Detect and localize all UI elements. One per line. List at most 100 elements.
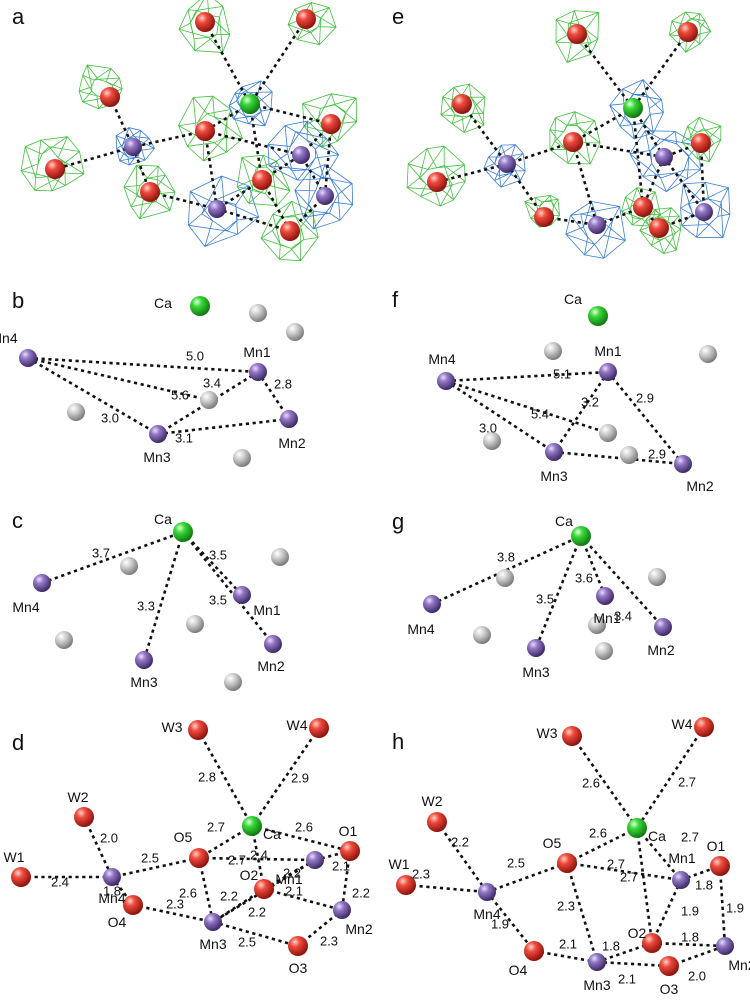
distance-label: 2.2: [451, 835, 469, 850]
bond-line: [27, 356, 259, 374]
bond-line: [132, 129, 206, 149]
grey-atom: [544, 342, 562, 360]
bond-line: [552, 371, 610, 453]
oxygen-atom: [563, 132, 583, 152]
panel-label-h: h: [392, 729, 404, 754]
grey-atom: [620, 446, 638, 464]
bond-line: [650, 879, 683, 944]
manganese-atom: [103, 868, 121, 886]
bond-line: [157, 417, 290, 436]
calcium-atom: [571, 526, 591, 546]
oxygen-atom: [100, 87, 120, 107]
grey-atom: [496, 569, 514, 587]
distance-label: 5.4: [531, 407, 549, 422]
manganese-atom: [695, 203, 713, 221]
atom-label: Ca: [154, 295, 172, 311]
atom-label: Ca: [564, 291, 582, 307]
distance-label: 2.3: [166, 897, 184, 912]
atom-label: Mn4: [98, 890, 125, 906]
bond-line: [435, 821, 489, 893]
oxygen-atom: [280, 221, 300, 241]
oxygen-atom: [45, 159, 65, 179]
distance-label: 3.8: [497, 550, 515, 565]
manganese-atom: [423, 595, 441, 613]
atom-label: O3: [289, 960, 308, 976]
blue-density-mesh: [629, 130, 702, 193]
distance-label: 3.0: [479, 421, 497, 436]
bond-line: [132, 903, 214, 924]
bond-lines: [21, 18, 727, 968]
distance-label: 1.8: [681, 930, 699, 945]
bond-line: [636, 827, 682, 881]
calcium-atom: [588, 306, 608, 326]
distance-label: 2.6: [582, 776, 600, 791]
oxygen-atom: [140, 182, 160, 202]
atom-label: W4: [672, 716, 693, 732]
atom-label: Mn2: [345, 921, 372, 937]
distance-label: 2.2: [352, 886, 370, 901]
bond-line: [651, 941, 726, 948]
distance-label: 2.2: [220, 889, 238, 904]
bond-line: [606, 371, 685, 465]
bond-line: [485, 891, 536, 952]
bond-line: [436, 162, 508, 184]
bond-line: [662, 156, 706, 213]
distance-label: 2.3: [412, 867, 430, 882]
manganese-atom: [588, 216, 606, 234]
oxygen-atom: [321, 114, 341, 134]
manganese-atom: [249, 363, 267, 381]
distance-label: 2.9: [648, 447, 666, 462]
panel-label-e: e: [392, 4, 404, 29]
oxygen-atom: [659, 956, 679, 976]
distance-label: 1.8: [695, 878, 713, 893]
distance-label: 3.1: [175, 431, 193, 446]
grey-atom: [120, 557, 138, 575]
bond-line: [445, 370, 609, 383]
bond-line: [445, 379, 555, 454]
calcium-atom: [173, 522, 193, 542]
grey-atom: [224, 673, 242, 691]
distance-label: 2.7: [678, 775, 696, 790]
blue-density-mesh: [267, 120, 340, 181]
grey-atom: [588, 616, 606, 634]
bond-line: [82, 816, 114, 878]
atom-label: Mn4: [473, 906, 500, 922]
atom-label: O1: [339, 823, 358, 839]
grey-atom: [233, 449, 251, 467]
manganese-atom: [135, 651, 153, 669]
oxygen-atom: [678, 22, 698, 42]
atom-label: Mn4: [428, 351, 455, 367]
bond-line: [41, 530, 184, 585]
bond-line: [635, 827, 654, 944]
manganese-atom: [498, 155, 516, 173]
atom-label: Mn2: [728, 957, 750, 973]
bond-line: [631, 107, 645, 208]
calcium-atom: [623, 98, 643, 118]
atom-label: W3: [537, 725, 558, 741]
bond-line: [460, 103, 509, 165]
atom-label: Mn4: [12, 599, 39, 615]
atom-label: Mn2: [278, 435, 305, 451]
grey-atom: [648, 568, 666, 586]
atom-label: Mn1: [668, 850, 695, 866]
distance-label: 3.0: [101, 411, 119, 426]
distance-label: 2.0: [688, 969, 706, 984]
distance-label: 2.4: [250, 848, 268, 863]
bond-line: [204, 129, 302, 157]
atom-label: O5: [174, 829, 193, 845]
manganese-atom: [545, 443, 563, 461]
distance-label: 3.5: [209, 593, 227, 608]
distance-label: 1.9: [681, 904, 699, 919]
oxygen-atom: [567, 24, 587, 44]
atom-label: Mn4: [407, 621, 434, 637]
atom-label: Mn2: [257, 658, 284, 674]
distance-label: 2.1: [332, 859, 350, 874]
atom-label: W4: [287, 717, 308, 733]
oxygen-atom: [524, 941, 544, 961]
manganese-atom: [292, 146, 310, 164]
calcium-atom: [240, 94, 260, 114]
panel-label-f: f: [392, 287, 399, 312]
oxygen-atom: [691, 133, 711, 153]
distance-label: 3.5: [536, 592, 554, 607]
bond-line: [486, 861, 568, 894]
